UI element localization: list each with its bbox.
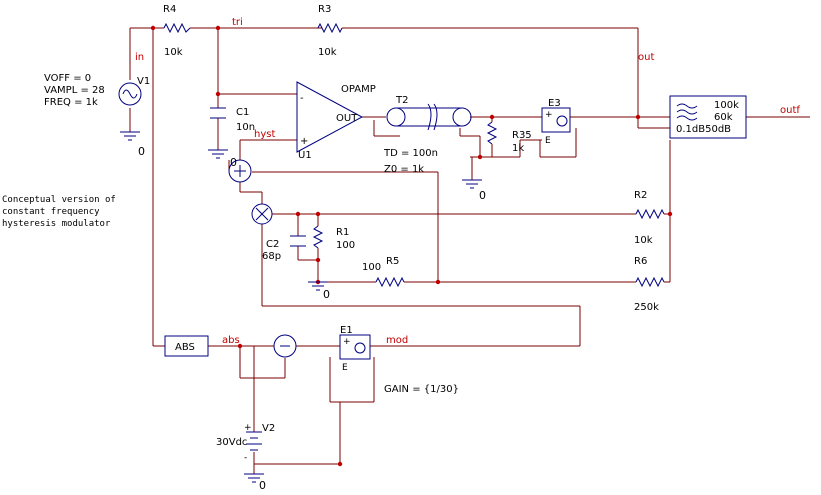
ground-v1: 0 bbox=[120, 131, 145, 158]
ground-t2: 0 bbox=[462, 179, 486, 202]
resistor-r6[interactable]: R6 250k bbox=[634, 256, 665, 313]
filter-f1: 100k bbox=[714, 100, 739, 111]
sine-source-v1[interactable]: V1 VOFF = 0 VAMPL = 28 FREQ = 1k bbox=[44, 73, 150, 108]
t2-td: TD = 100n bbox=[383, 148, 438, 159]
note-line-1: Conceptual version of bbox=[2, 195, 116, 205]
svg-text:-: - bbox=[244, 453, 247, 463]
r4-ref: R4 bbox=[163, 4, 176, 15]
opamp-u1[interactable]: - + OUT OPAMP U1 bbox=[296, 81, 376, 161]
resistor-r1[interactable]: R1 100 bbox=[312, 225, 355, 251]
dc-source-v2[interactable]: + - V2 30Vdc bbox=[216, 423, 275, 463]
capacitor-c2[interactable]: C2 68p bbox=[262, 235, 306, 262]
c2-value: 68p bbox=[262, 251, 281, 262]
filter-f2: 60k bbox=[714, 112, 733, 123]
ground-label-v1: 0 bbox=[138, 145, 145, 158]
ground-v2: 0 bbox=[244, 473, 266, 492]
net-label-out: out bbox=[638, 52, 654, 63]
transmission-line-t2[interactable]: T2 TD = 100n Z0 = 1k bbox=[383, 95, 472, 175]
svg-text:+: + bbox=[343, 337, 351, 347]
e1-ref: E1 bbox=[340, 325, 353, 336]
net-label-in: in bbox=[135, 52, 144, 63]
abs-label: ABS bbox=[175, 342, 195, 353]
note-line-2: constant frequency bbox=[2, 207, 100, 217]
ground-r1: 0 bbox=[308, 281, 330, 301]
net-labels: in tri out outf hyst abs mod bbox=[135, 17, 800, 346]
r1-ref: R1 bbox=[336, 227, 349, 238]
summing-junction[interactable] bbox=[228, 159, 252, 183]
e3-pin: E bbox=[545, 136, 551, 146]
v1-freq: FREQ = 1k bbox=[44, 97, 98, 108]
resistor-r5[interactable]: R5 100 bbox=[362, 256, 405, 288]
r3-value: 10k bbox=[318, 47, 337, 58]
svg-text:+: + bbox=[545, 110, 553, 120]
svg-text:+: + bbox=[244, 423, 252, 433]
r1-value: 100 bbox=[336, 240, 355, 251]
e1-gain: GAIN = {1/30} bbox=[384, 384, 459, 395]
net-label-mod: mod bbox=[386, 335, 408, 346]
capacitor-c1[interactable]: C1 10n bbox=[210, 107, 255, 133]
net-label-tri: tri bbox=[232, 17, 243, 28]
c1-value: 10n bbox=[236, 122, 255, 133]
ground-c1: 0 bbox=[208, 149, 237, 169]
net-label-outf: outf bbox=[780, 105, 800, 116]
abs-block[interactable]: ABS bbox=[164, 335, 209, 357]
ground-label-t2: 0 bbox=[479, 189, 486, 202]
vcvs-e1[interactable]: + E E1 GAIN = {1/30} bbox=[339, 325, 459, 395]
c2-ref: C2 bbox=[266, 239, 279, 250]
net-label-hyst: hyst bbox=[254, 129, 275, 140]
r35-ref: R35 bbox=[512, 130, 532, 141]
e3-ref: E3 bbox=[548, 98, 561, 109]
ground-label-c1: 0 bbox=[230, 156, 237, 169]
r2-value: 10k bbox=[634, 235, 653, 246]
lowpass-filter-block[interactable]: 100k 60k 0.1dB50dB bbox=[669, 95, 747, 139]
ground-label-r1: 0 bbox=[323, 288, 330, 301]
r5-ref: R5 bbox=[386, 256, 399, 267]
r2-ref: R2 bbox=[634, 190, 647, 201]
v1-vampl: VAMPL = 28 bbox=[44, 85, 105, 96]
c1-ref: C1 bbox=[236, 107, 249, 118]
resistor-r35[interactable]: R35 1k bbox=[486, 121, 532, 154]
e1-pin: E bbox=[342, 363, 348, 373]
resistor-r4[interactable]: R4 10k bbox=[163, 4, 191, 58]
t2-z0: Z0 = 1k bbox=[384, 164, 424, 175]
r35-value: 1k bbox=[512, 143, 524, 154]
u1-minus-pin: - bbox=[300, 93, 304, 104]
u1-ref: U1 bbox=[298, 150, 312, 161]
description-note: Conceptual version of constant frequency… bbox=[2, 195, 116, 229]
r5-value: 100 bbox=[362, 262, 381, 273]
u1-label: OPAMP bbox=[341, 84, 376, 95]
junction-dots bbox=[150, 25, 673, 467]
r3-ref: R3 bbox=[318, 4, 331, 15]
ground-label-v2: 0 bbox=[259, 479, 266, 492]
wires bbox=[129, 27, 810, 474]
resistor-r2[interactable]: R2 10k bbox=[634, 190, 665, 246]
u1-out-pin: OUT bbox=[336, 113, 358, 124]
v2-value: 30Vdc bbox=[216, 437, 247, 448]
v1-voff: VOFF = 0 bbox=[44, 73, 91, 84]
vcvs-e3[interactable]: + E E3 bbox=[541, 98, 571, 146]
r6-value: 250k bbox=[634, 302, 659, 313]
r6-ref: R6 bbox=[634, 256, 647, 267]
u1-plus-pin: + bbox=[300, 136, 308, 147]
difference-junction[interactable] bbox=[273, 334, 297, 358]
v2-ref: V2 bbox=[262, 423, 275, 434]
net-label-abs: abs bbox=[222, 335, 240, 346]
resistor-r3[interactable]: R3 10k bbox=[317, 4, 343, 58]
multiplier[interactable] bbox=[251, 203, 273, 225]
v1-ref: V1 bbox=[137, 76, 150, 87]
filter-spec: 0.1dB50dB bbox=[676, 124, 731, 135]
note-line-3: hysteresis modulator bbox=[2, 219, 111, 229]
r4-value: 10k bbox=[164, 47, 183, 58]
t2-ref: T2 bbox=[395, 95, 408, 106]
